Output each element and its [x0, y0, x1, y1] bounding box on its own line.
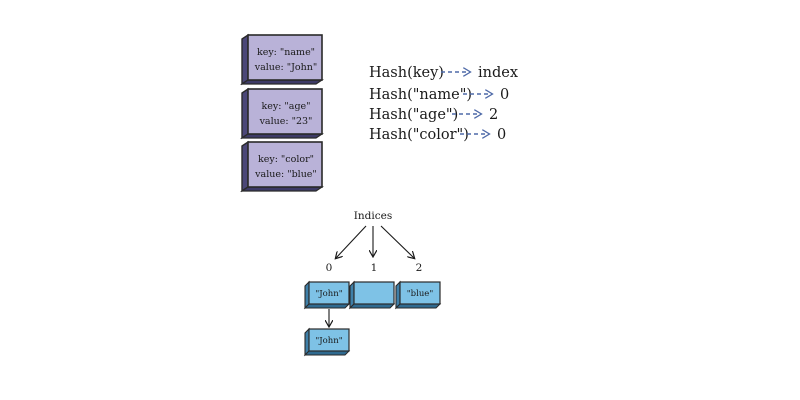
hash-output: 0 [497, 127, 506, 143]
hash-input: Hash("name") [369, 87, 472, 103]
bucket-cell-face [308, 328, 350, 352]
bucket-cell-value: "blue" [407, 289, 434, 299]
bucket-cell-1 [348, 280, 396, 310]
hash-output: 2 [489, 107, 498, 123]
entry-block-face [247, 34, 323, 81]
bucket-cell-face [353, 281, 395, 305]
hash-input: Hash("age") [369, 107, 458, 123]
hash-row-header: Hash(key) index [369, 65, 518, 81]
entry-key-label: key: "color" [258, 154, 314, 165]
index-label-1: 1 [371, 262, 378, 274]
entry-block-side [241, 140, 249, 193]
hash-output: 0 [500, 87, 509, 103]
entry-block-side [241, 33, 249, 86]
bucket-cell-face [308, 281, 350, 305]
entry-block-age: key: "age" value: "23" [240, 87, 324, 140]
bucket-cell-value: "John" [315, 336, 342, 346]
hash-input: Hash(key) [369, 65, 444, 81]
hash-output: index [478, 65, 518, 81]
entry-block-face [247, 88, 323, 135]
hash-row-color: Hash("color") 0 [369, 127, 506, 143]
entry-block-color: key: "color" value: "blue" [240, 140, 324, 193]
entry-value-label: value: "23" [259, 116, 313, 127]
entry-key-label: key: "name" [257, 47, 315, 58]
index-arrow-2 [380, 225, 414, 258]
entry-value-label: value: "John" [254, 62, 318, 73]
bucket-cell-0: "John" [303, 280, 351, 310]
index-arrow-0 [336, 225, 367, 258]
bucket-cell-bottom [394, 303, 442, 309]
index-label-0: 0 [326, 262, 333, 274]
bucket-cell-face [399, 281, 441, 305]
entry-value-label: value: "blue" [254, 169, 317, 180]
bucket-cell-value: "John" [315, 289, 342, 299]
bucket-cell-bottom [348, 303, 396, 309]
hash-row-age: Hash("age") 2 [369, 107, 498, 123]
index-label-2: 2 [416, 262, 423, 274]
entry-block-face [247, 141, 323, 188]
bucket-cell-2: "blue" [394, 280, 442, 310]
hash-row-name: Hash("name") 0 [369, 87, 509, 103]
entry-block-side [241, 87, 249, 140]
indices-title: Indices [354, 210, 392, 222]
bucket-cell-chained: "John" [303, 327, 351, 357]
bucket-cell-bottom [303, 350, 351, 356]
bucket-cell-bottom [303, 303, 351, 309]
entry-key-label: key: "age" [261, 101, 310, 112]
entry-block-name: key: "name" value: "John" [240, 33, 324, 86]
hash-input: Hash("color") [369, 127, 469, 143]
